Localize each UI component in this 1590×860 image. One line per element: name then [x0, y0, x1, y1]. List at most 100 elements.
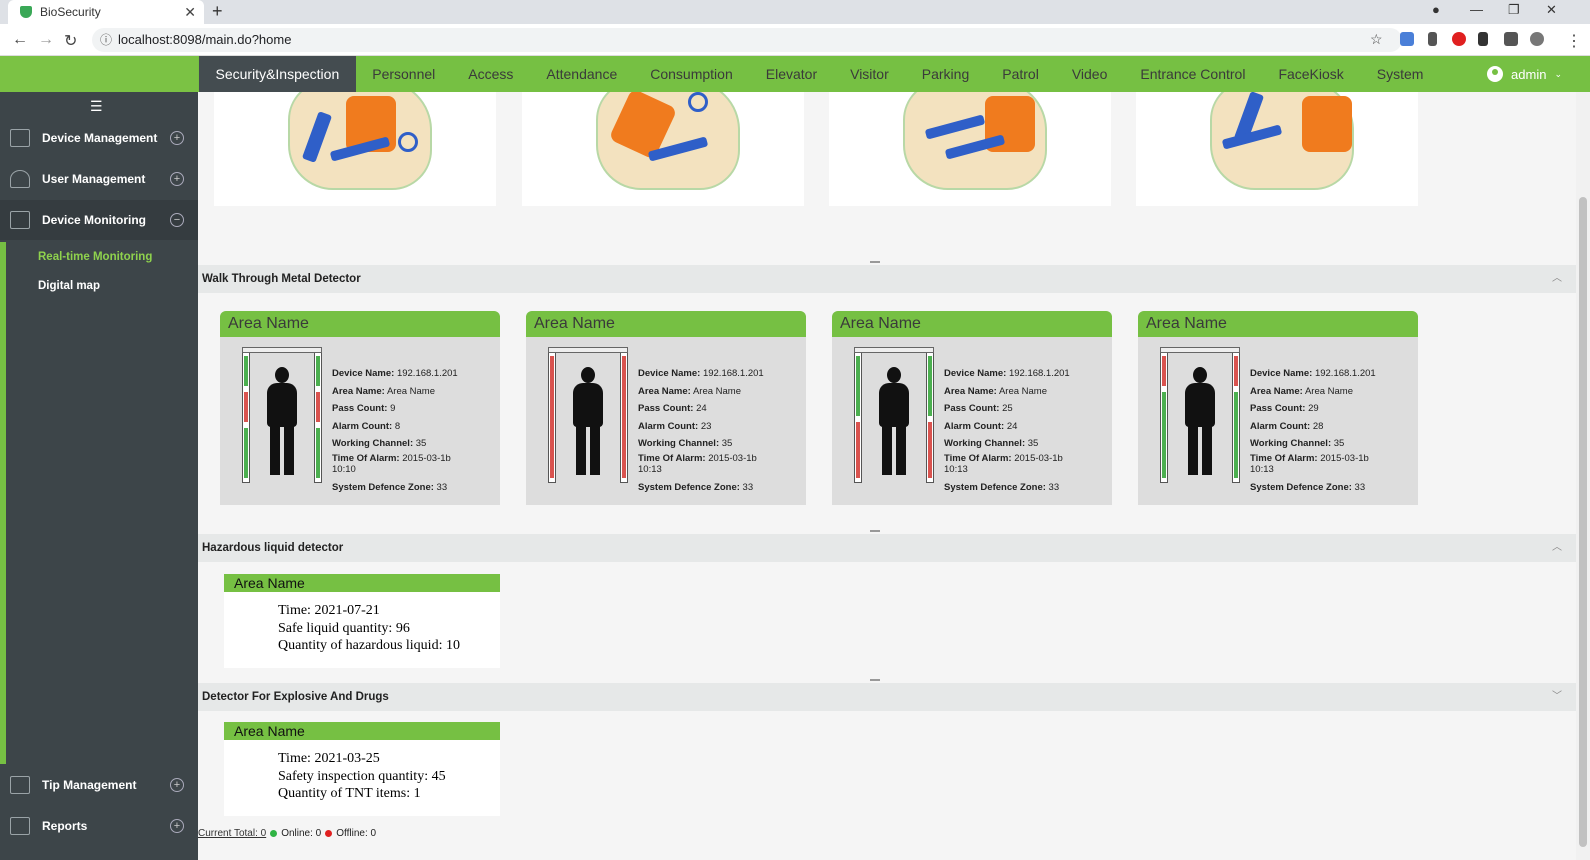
expand-icon[interactable]: + — [170, 172, 184, 186]
time-of-alarm-value: 2015-03-1b — [708, 452, 757, 464]
url-field[interactable]: ⓘ localhost:8098/main.do?home — [92, 28, 1402, 52]
new-tab-icon[interactable]: + — [212, 1, 223, 21]
defence-zone-value: 33 — [742, 481, 754, 493]
nav-video[interactable]: Video — [1071, 66, 1108, 82]
splitter-handle[interactable] — [870, 261, 880, 263]
nav-entrance-control[interactable]: Entrance Control — [1140, 66, 1246, 82]
info-icon[interactable]: ⓘ — [100, 33, 113, 47]
url-text: localhost:8098/main.do?home — [118, 32, 292, 47]
submenu-real-time-monitoring[interactable]: Real-time Monitoring — [38, 251, 153, 263]
sidebar-item-device-monitoring[interactable]: Device Monitoring − — [0, 200, 198, 240]
nav-consumption[interactable]: Consumption — [650, 66, 733, 82]
splitter-handle[interactable] — [870, 530, 880, 532]
user-name: admin — [1511, 66, 1547, 82]
device-icon — [10, 129, 30, 147]
close-window-icon[interactable]: ✕ — [1546, 2, 1557, 17]
explosive-section-header[interactable]: Detector For Explosive And Drugs ﹀ — [198, 683, 1576, 711]
metal-detector-gate-icon — [1160, 347, 1240, 483]
opera-extension-icon[interactable] — [1452, 32, 1466, 46]
tnt-items-quantity: Quantity of TNT items: 1 — [278, 786, 421, 801]
device-info: Device Name: 192.168.1.201 Area Name: Ar… — [332, 368, 458, 493]
nav-facekiosk[interactable]: FaceKiosk — [1278, 66, 1344, 82]
xray-image[interactable] — [522, 92, 804, 206]
nav-parking[interactable]: Parking — [921, 66, 970, 82]
download-extension-icon[interactable] — [1478, 32, 1488, 46]
app-header: Security&Inspection Personnel Access Att… — [0, 56, 1590, 92]
sidebar-item-label: Tip Management — [42, 778, 137, 792]
bookmark-star-icon[interactable]: ☆ — [1370, 31, 1383, 47]
current-total-link[interactable]: Current Total: 0 — [198, 828, 267, 839]
wtmd-card[interactable]: Area Name Device Name: 192.168.1.201 Are… — [832, 311, 1112, 505]
expand-icon[interactable]: + — [170, 819, 184, 833]
pass-count-value: 25 — [1002, 403, 1013, 415]
expand-icon[interactable]: + — [170, 778, 184, 792]
chevron-up-icon[interactable]: ︿ — [1552, 542, 1562, 553]
translate-extension-icon[interactable] — [1400, 32, 1414, 46]
sidebar-item-label: User Management — [42, 172, 146, 186]
back-icon[interactable]: ← — [12, 31, 28, 48]
puzzle-extension-icon[interactable] — [1504, 32, 1518, 46]
bookmark-extension-icon[interactable] — [1428, 32, 1437, 46]
menu-dots-icon[interactable]: ⋮ — [1566, 33, 1582, 50]
area-name-value: Area Name — [692, 385, 741, 397]
minimize-icon[interactable]: — — [1470, 2, 1483, 17]
sidebar-item-reports[interactable]: Reports + — [0, 806, 198, 846]
liquid-detector-card[interactable]: Area Name Time: 2021-07-21 Safe liquid q… — [224, 574, 500, 668]
main-nav: Security&Inspection Personnel Access Att… — [199, 56, 1440, 92]
restore-icon[interactable]: ❐ — [1508, 2, 1520, 17]
offline-count: Offline: 0 — [336, 828, 377, 839]
alarm-count-value: 24 — [1006, 420, 1018, 432]
collapse-menu-icon[interactable]: ☰ — [90, 98, 103, 114]
wtmd-card[interactable]: Area Name Device Name: 192.168.1.201 Are… — [220, 311, 500, 505]
collapse-icon[interactable]: − — [170, 213, 184, 227]
submenu-digital-map[interactable]: Digital map — [38, 280, 100, 292]
safe-liquid-quantity: Safe liquid quantity: 96 — [278, 620, 410, 636]
wtmd-card[interactable]: Area Name Device Name: 192.168.1.201 Are… — [526, 311, 806, 505]
sidebar-item-label: Device Management — [42, 131, 158, 145]
account-icon[interactable] — [1530, 32, 1544, 46]
sidebar-item-device-management[interactable]: Device Management + — [0, 118, 198, 158]
sidebar-item-tip-management[interactable]: Tip Management + — [0, 765, 198, 805]
content-scrollbar[interactable] — [1576, 92, 1590, 860]
nav-access[interactable]: Access — [468, 66, 514, 82]
nav-security-inspection[interactable]: Security&Inspection — [199, 56, 356, 92]
device-info: Device Name: 192.168.1.201 Area Name: Ar… — [1250, 368, 1376, 493]
explosive-time: Time: 2021-03-25 — [278, 751, 380, 766]
chevron-up-icon[interactable]: ︿ — [1552, 273, 1562, 284]
xray-image[interactable] — [214, 92, 496, 206]
wtmd-section-header[interactable]: Walk Through Metal Detector ︿ — [198, 265, 1576, 293]
nav-visitor[interactable]: Visitor — [850, 66, 889, 82]
chevron-down-icon: ⌄ — [1554, 68, 1562, 79]
nav-personnel[interactable]: Personnel — [372, 66, 436, 82]
nav-system[interactable]: System — [1376, 66, 1424, 82]
card-header: Area Name — [220, 311, 500, 337]
expand-icon[interactable]: + — [170, 131, 184, 145]
report-icon — [10, 817, 30, 835]
xray-image[interactable] — [829, 92, 1111, 206]
sidebar-item-user-management[interactable]: User Management + — [0, 159, 198, 199]
nav-attendance[interactable]: Attendance — [546, 66, 618, 82]
xray-bag-image — [288, 92, 432, 190]
xray-image[interactable] — [1136, 92, 1418, 206]
splitter-handle[interactable] — [870, 679, 880, 681]
xray-bag-image — [596, 92, 740, 190]
defence-zone-value: 33 — [436, 481, 448, 493]
close-tab-icon[interactable]: ✕ — [184, 3, 196, 20]
explosive-detector-card[interactable]: Area Name Time: 2021-03-25 Safety inspec… — [224, 722, 500, 816]
profile-menu-icon[interactable]: ● — [1432, 2, 1440, 17]
scrollbar-thumb[interactable] — [1579, 197, 1587, 847]
chevron-down-icon[interactable]: ﹀ — [1552, 691, 1562, 702]
tab-title: BioSecurity — [40, 5, 101, 19]
nav-patrol[interactable]: Patrol — [1002, 66, 1039, 82]
nav-elevator[interactable]: Elevator — [765, 66, 818, 82]
online-count: Online: 0 — [281, 828, 322, 839]
section-title: Walk Through Metal Detector — [202, 273, 361, 285]
browser-tab[interactable]: BioSecurity ✕ — [8, 0, 204, 24]
user-menu[interactable]: admin ⌄ — [1487, 56, 1562, 92]
liquid-section-header[interactable]: Hazardous liquid detector ︿ — [198, 534, 1576, 562]
time-of-alarm-cont: 10:13 — [638, 463, 662, 475]
forward-icon[interactable]: → — [38, 31, 54, 48]
wtmd-card[interactable]: Area Name Device Name: 192.168.1.201 Are… — [1138, 311, 1418, 505]
reload-icon[interactable]: ↻ — [64, 33, 78, 50]
card-header: Area Name — [1138, 311, 1418, 337]
